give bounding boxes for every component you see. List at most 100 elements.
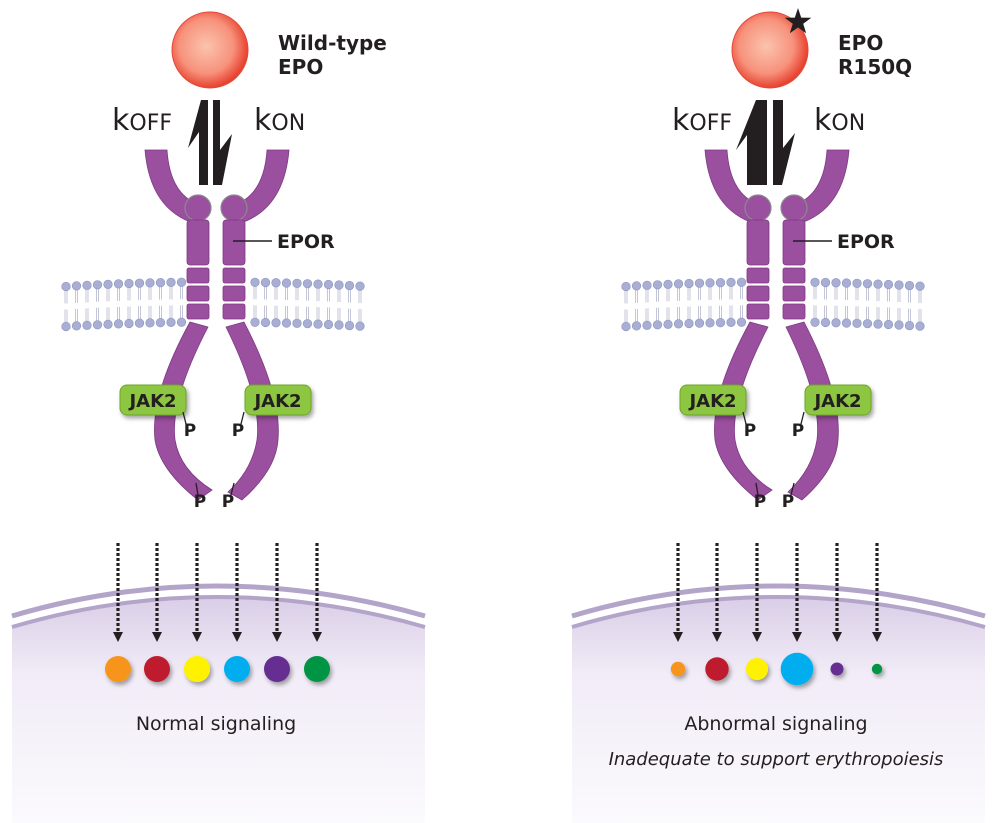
lipid-head [915, 321, 925, 331]
lipid-head [873, 319, 883, 329]
lipid-head [831, 318, 841, 328]
phospho-bond [742, 411, 747, 425]
jak2-left: JAK2 [119, 384, 187, 416]
binding-equilibrium-arrows [736, 100, 795, 185]
kon-sub: ON [831, 111, 865, 136]
lipid-head [894, 280, 904, 290]
lipid-head [281, 318, 292, 328]
lipid-head [642, 280, 652, 290]
phospho-label: P [754, 492, 766, 512]
kon-arrow-icon [213, 100, 232, 185]
lipid-head [652, 320, 663, 330]
phospho-label: P [744, 421, 756, 441]
binding-equilibrium-arrows [188, 100, 232, 185]
phospho-bond [790, 482, 795, 496]
koff-k: k [112, 103, 130, 138]
jak2-label: JAK2 [127, 391, 176, 412]
epor-receptor-dimer [144, 149, 290, 501]
tm-segment-right [782, 267, 806, 284]
signal-molecule [105, 656, 131, 682]
jak2-right: JAK2 [244, 384, 312, 416]
lipid-head [715, 318, 726, 328]
lipid-head [82, 320, 92, 330]
phospho-label: P [184, 421, 196, 441]
lipid-head [726, 277, 736, 288]
lipid-head [82, 280, 92, 290]
kon-label: kON [254, 103, 305, 138]
jak2-box [244, 384, 312, 416]
lipid-head [92, 320, 103, 330]
lipid-head [260, 317, 271, 328]
lipid-head [673, 279, 684, 289]
phospho-bond [182, 411, 187, 425]
tm-segment-left [746, 285, 770, 302]
lipid-head [663, 319, 673, 329]
kon-arrow-icon [773, 100, 795, 185]
lipid-head [852, 278, 862, 288]
phospho-bond [230, 482, 235, 496]
ligand-label-line2: EPO [278, 55, 323, 79]
tm-segment-right [222, 267, 246, 284]
lipid-head [883, 279, 894, 290]
receptor-stalk-left [746, 219, 770, 266]
lipid-head [810, 317, 820, 327]
koff-sub: OFF [129, 111, 172, 136]
phospho-label: P [194, 492, 206, 512]
lipid-head [841, 278, 852, 288]
nucleus [571, 583, 986, 823]
receptor-stalk-left [186, 219, 210, 266]
lipid-head [684, 278, 694, 289]
lipid-head [862, 319, 873, 329]
lipid-head [904, 280, 915, 291]
lipid-head [915, 281, 925, 291]
kon-sub: ON [271, 111, 305, 136]
nuclear-envelope-outer [571, 583, 986, 619]
lipid-head [71, 281, 82, 291]
lipid-head [134, 318, 145, 328]
signaling-subcaption: Inadequate to support erythropoiesis [609, 749, 944, 770]
lipid-head [694, 278, 705, 288]
tm-segment-left [186, 285, 210, 302]
lipid-head [663, 279, 673, 289]
signal-molecule [264, 656, 290, 682]
phospho-bond [800, 411, 805, 425]
lipid-head [92, 280, 103, 290]
lipid-head [260, 277, 271, 288]
lipid-head [883, 319, 894, 330]
signal-molecule [871, 663, 883, 675]
lipid-head [810, 277, 820, 287]
lipid-head [631, 321, 642, 331]
jak2-box [119, 384, 187, 416]
lipid-head [631, 281, 642, 291]
cell-membrane [621, 277, 925, 332]
lipid-head [904, 320, 915, 331]
signal-molecule [746, 658, 768, 680]
receptor-hinge-left [184, 194, 212, 222]
lipid-head [281, 278, 292, 288]
nucleus-body [572, 595, 985, 823]
lipid-head [694, 318, 705, 328]
lipid-head [652, 280, 663, 290]
kon-label: kON [814, 103, 865, 138]
lipid-head [862, 279, 873, 289]
lipid-head [355, 321, 365, 331]
nucleus [11, 583, 426, 823]
receptor-stalk-right [782, 219, 806, 266]
lipid-head [113, 319, 124, 329]
epor-label: EPOR [277, 231, 335, 253]
lipid-head [61, 281, 71, 292]
lipid-head [71, 321, 82, 331]
epo-ligand [171, 11, 249, 89]
phospho-bond [195, 482, 199, 496]
signaling-caption: Abnormal signaling [684, 713, 867, 735]
lipid-head [736, 277, 747, 287]
lipid-head [271, 278, 281, 288]
epo-ligand [731, 11, 809, 89]
lipid-head [155, 318, 166, 328]
signal-molecule [144, 656, 170, 682]
tm-segment-right [222, 303, 246, 320]
lipid-head [820, 317, 831, 328]
kon-k: k [254, 103, 272, 138]
ligand-label-line2: R150Q [838, 55, 912, 79]
ligand-label-line1: Wild-type [278, 31, 387, 55]
